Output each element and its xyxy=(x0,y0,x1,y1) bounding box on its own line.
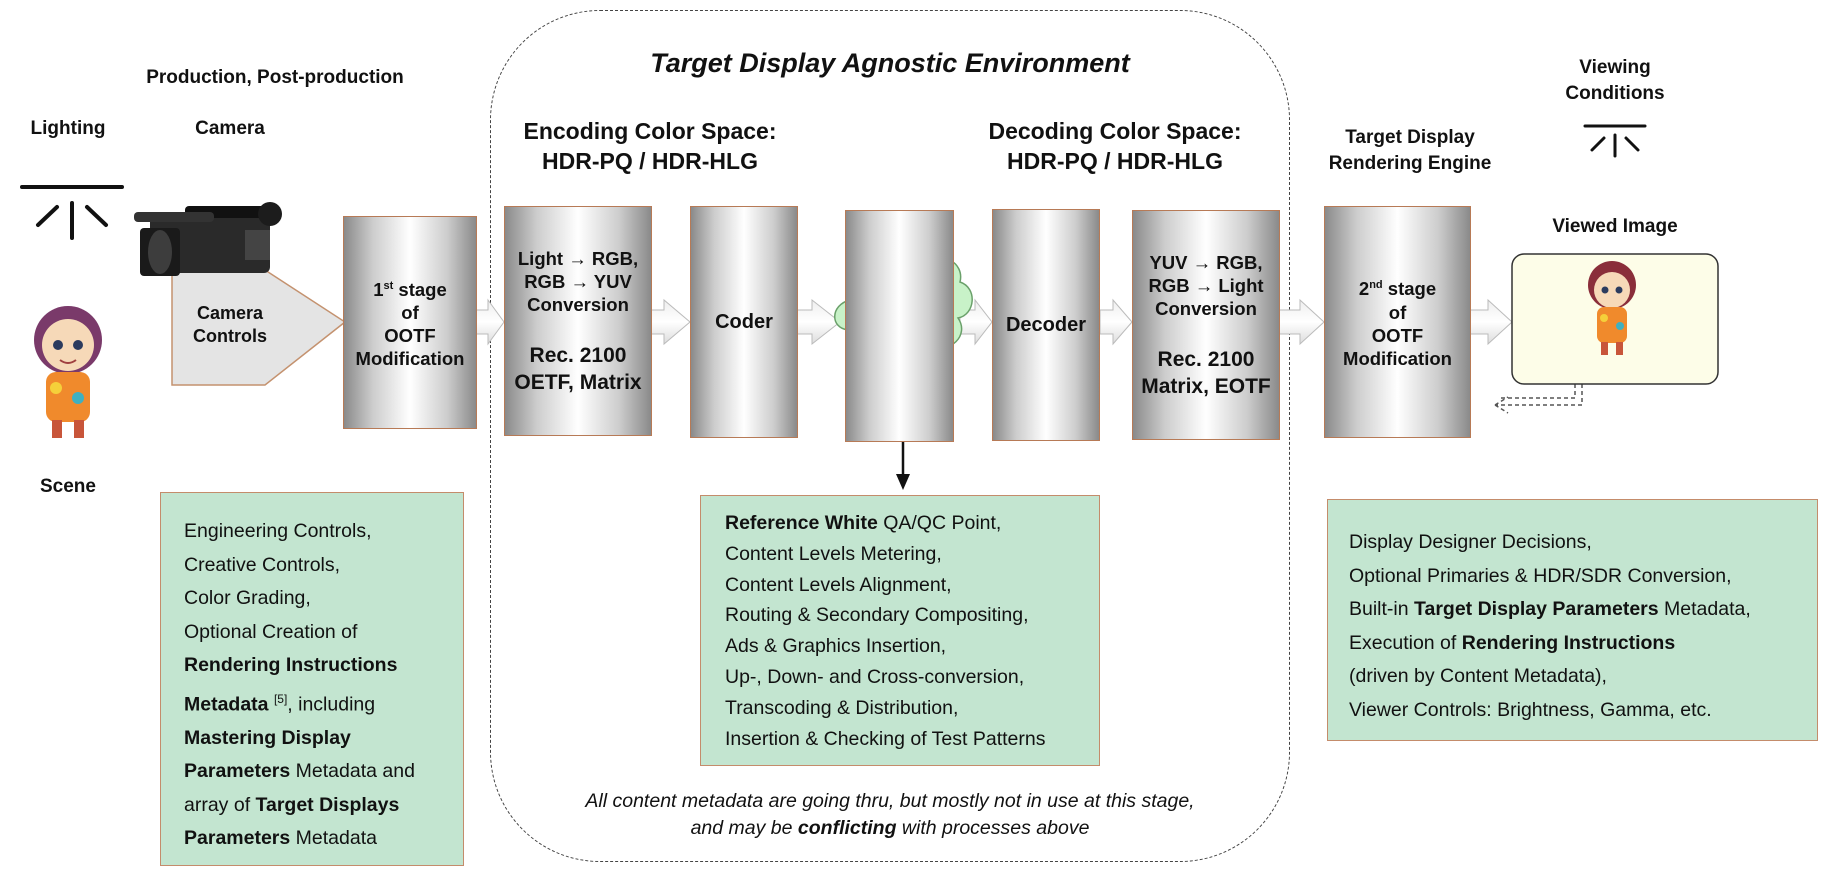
decoding-conversion-box: YUV → RGB, RGB → Light Conversion Rec. 2… xyxy=(1132,210,1280,440)
display-notes: Display Designer Decisions, Optional Pri… xyxy=(1327,499,1818,741)
encoding-conversion-box: Light → RGB, RGB → YUV Conversion Rec. 2… xyxy=(504,206,652,436)
decoder-box: Decoder xyxy=(992,209,1100,441)
ootf-stage2-box: 2nd stage of OOTF Modification xyxy=(1324,206,1471,438)
production-label: Production, Post-production xyxy=(146,67,404,88)
arrow-encoding-to-coder xyxy=(649,298,691,346)
arrow-ootf2-to-viewed xyxy=(1469,298,1513,346)
camera-label: Camera xyxy=(195,118,265,139)
agnostic-environment-frame xyxy=(490,10,1290,862)
viewed-doll-image xyxy=(1588,261,1636,355)
distribution-notes: Reference White QA/QC Point, Content Lev… xyxy=(700,495,1100,766)
encoding-color-space-label: Encoding Color Space:HDR-PQ / HDR-HLG xyxy=(523,118,777,174)
coder-box: Coder xyxy=(690,206,798,438)
scene-doll-image xyxy=(34,306,102,438)
viewer-feedback-arrow xyxy=(1494,384,1583,414)
diagram-title: Target Display Agnostic Environment xyxy=(650,48,1130,78)
viewed-image-label: Viewed Image xyxy=(1552,216,1678,237)
arrow-decoding-to-ootf2 xyxy=(1278,298,1325,346)
metadata-note: All content metadata are going thru, but… xyxy=(585,790,1195,839)
viewing-conditions-icon xyxy=(1583,124,1647,158)
storage-box xyxy=(845,210,954,442)
lighting-icon xyxy=(20,185,124,240)
production-notes: Engineering Controls, Creative Controls,… xyxy=(160,492,464,866)
ootf-stage1-box: 1st stage of OOTF Modification xyxy=(343,216,477,429)
arrow-ootf1-to-encoding xyxy=(475,298,505,346)
lighting-label: Lighting xyxy=(30,118,106,139)
decoding-color-space-label: Decoding Color Space:HDR-PQ / HDR-HLG xyxy=(988,118,1242,174)
scene-label: Scene xyxy=(40,476,96,497)
arrow-decoder-to-decoding xyxy=(1099,298,1133,346)
camera-icon xyxy=(134,202,282,276)
arrow-coder-to-cloud xyxy=(796,298,841,346)
